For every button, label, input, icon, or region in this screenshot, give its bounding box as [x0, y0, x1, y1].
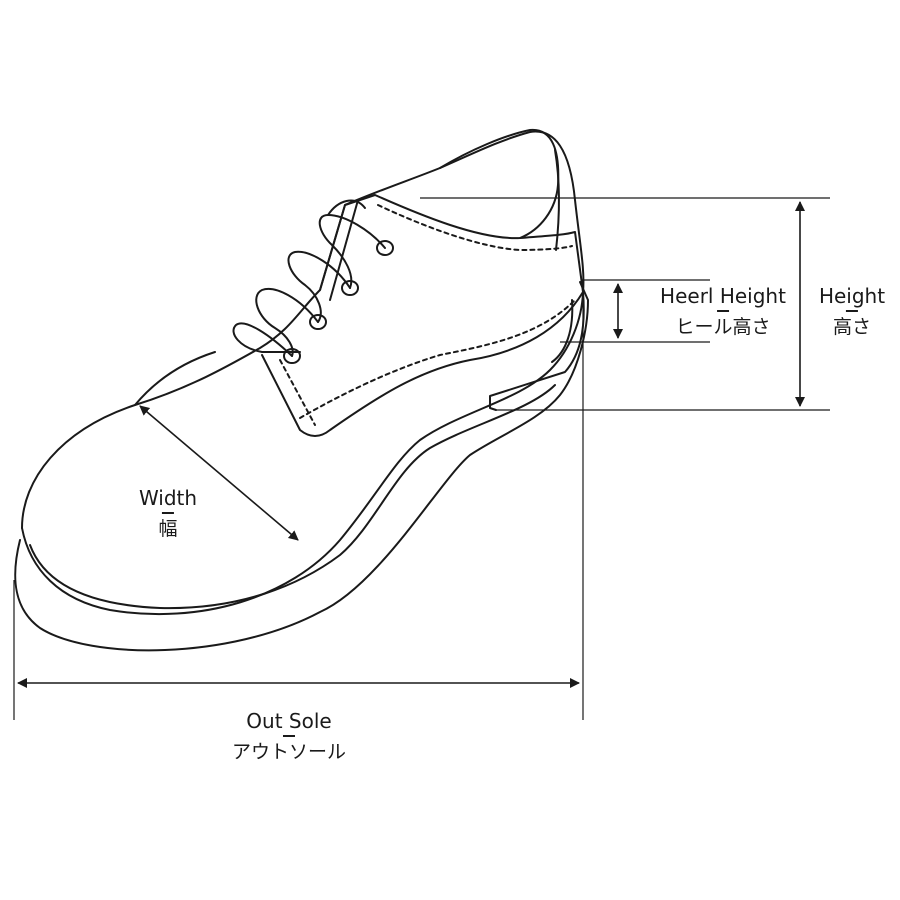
lace: [255, 287, 319, 357]
width-label-separator: [161, 512, 174, 514]
eyelet: [341, 280, 359, 296]
tongue: [319, 199, 359, 301]
lace: [232, 322, 301, 357]
height-label-en: Height: [818, 284, 886, 308]
quarter-edge-stitch: [279, 359, 316, 426]
width-label: Width 幅: [139, 485, 197, 542]
lace: [318, 214, 386, 289]
out-sole-label-en: Out Sole: [246, 709, 332, 733]
lace: [287, 250, 351, 323]
width-label-en: Width: [138, 486, 198, 510]
eyelet: [309, 314, 327, 330]
heel-block: [489, 291, 585, 411]
heel-height-label-en: Heerl Height: [660, 284, 786, 308]
quarter-stitch: [377, 204, 573, 251]
width-arrow: [139, 405, 299, 541]
quarter-stitch-lower: [299, 299, 576, 419]
vamp-line: [134, 351, 216, 406]
outsole-outline: [14, 281, 589, 652]
welt-inner-line: [29, 384, 556, 610]
out-sole-label-separator: [282, 735, 295, 737]
height-label-separator: [846, 310, 858, 312]
eyelet: [376, 240, 394, 256]
heel-height-label: Heerl Height ヒール高さ: [660, 283, 786, 340]
heel-height-label-separator: [717, 310, 729, 312]
height-label: Height 高さ: [819, 283, 885, 340]
quarter-panel: [261, 194, 584, 437]
width-label-ja: 幅: [158, 518, 178, 540]
lace: [327, 199, 366, 216]
heel-collar: [439, 128, 560, 239]
out-sole-label-ja: アウトソール: [231, 741, 347, 763]
upper-outline: [21, 130, 585, 529]
heel-height-label-ja: ヒール高さ: [675, 316, 771, 338]
height-label-ja: 高さ: [832, 316, 871, 338]
welt-outline: [21, 291, 584, 616]
out-sole-label: Out Sole アウトソール: [232, 708, 346, 765]
